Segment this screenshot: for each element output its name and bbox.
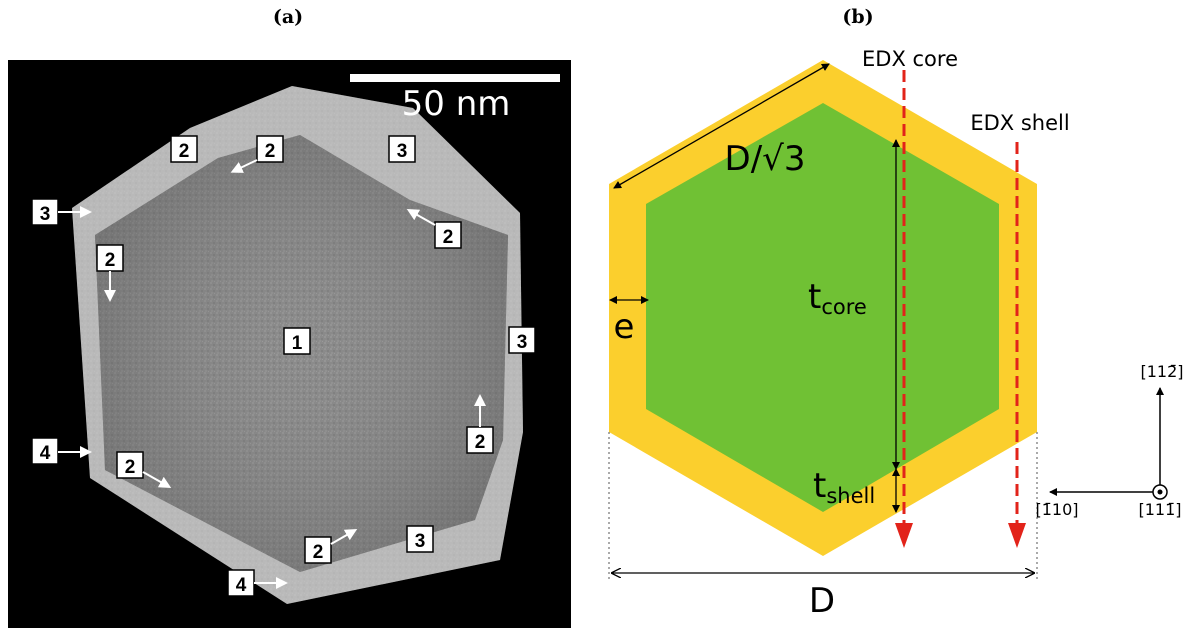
marker-1: 1 — [292, 333, 303, 354]
micrograph: 50 nm 1 2 2 2 2 2 2 2 — [8, 60, 571, 628]
edge-length-label: D/√3 — [725, 139, 806, 179]
t-shell-label: tshell — [813, 466, 875, 508]
crystal-axes: [112̄] [1̄10] [111̄] — [1035, 362, 1183, 519]
axis-left-label: [1̄10] — [1035, 500, 1078, 519]
marker-4: 4 — [236, 575, 247, 596]
marker-4: 4 — [40, 443, 51, 464]
schematic: D/√3 e tcore tshell EDX core EDX shell D… — [608, 47, 1184, 621]
core-hexagon — [646, 103, 999, 512]
marker-2: 2 — [443, 227, 454, 248]
axis-out-label: [111̄] — [1138, 500, 1181, 519]
edx-shell-label: EDX shell — [970, 111, 1069, 135]
marker-3: 3 — [517, 332, 528, 353]
d-label: D — [809, 581, 835, 621]
marker-3: 3 — [397, 141, 408, 162]
marker-2: 2 — [265, 141, 276, 162]
edge-dimension-arrow — [613, 63, 830, 189]
marker-4: 3 — [40, 204, 51, 225]
panel-label-b: (b) — [842, 6, 873, 28]
region-markers: 1 2 2 2 2 2 2 2 3 3 — [31, 135, 536, 597]
marker-2: 2 — [313, 542, 324, 563]
marker-3: 2 — [179, 141, 190, 162]
edx-core-label: EDX core — [862, 47, 958, 71]
marker-2: 2 — [125, 457, 136, 478]
panel-label-a: (a) — [273, 6, 303, 28]
scale-bar — [350, 74, 560, 82]
edx-shell-arrowhead — [1008, 523, 1026, 548]
e-label: e — [614, 307, 635, 347]
t-core-label: tcore — [808, 277, 867, 319]
marker-2: 2 — [105, 250, 116, 271]
marker-3: 3 — [415, 531, 426, 552]
edx-core-arrowhead — [895, 523, 913, 548]
marker-2: 2 — [475, 432, 486, 453]
axis-up-label: [112̄] — [1140, 362, 1183, 381]
scale-bar-label: 50 nm — [402, 84, 511, 124]
